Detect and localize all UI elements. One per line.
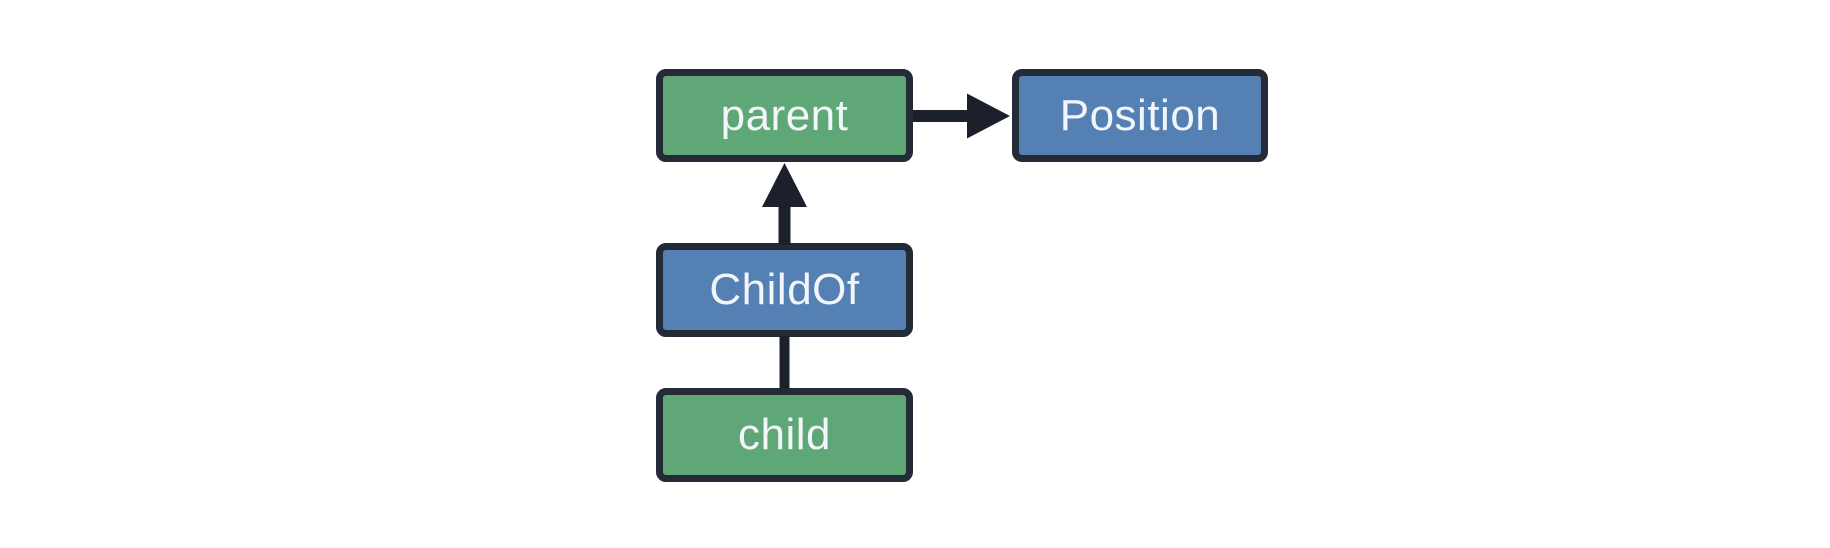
node-childof: ChildOf — [656, 243, 913, 337]
node-child-label: child — [738, 410, 831, 459]
node-child: child — [656, 388, 913, 482]
node-position: Position — [1012, 69, 1268, 162]
node-childof-label: ChildOf — [709, 265, 860, 314]
node-parent-label: parent — [720, 90, 849, 140]
node-parent: parent — [656, 69, 913, 162]
node-position-label: Position — [1059, 90, 1221, 140]
edge-childof-to-parent-arrow-up-icon — [762, 163, 807, 245]
edge-child-to-childof-line — [779, 336, 790, 389]
edge-parent-to-position-arrow-right-icon — [913, 93, 1010, 139]
